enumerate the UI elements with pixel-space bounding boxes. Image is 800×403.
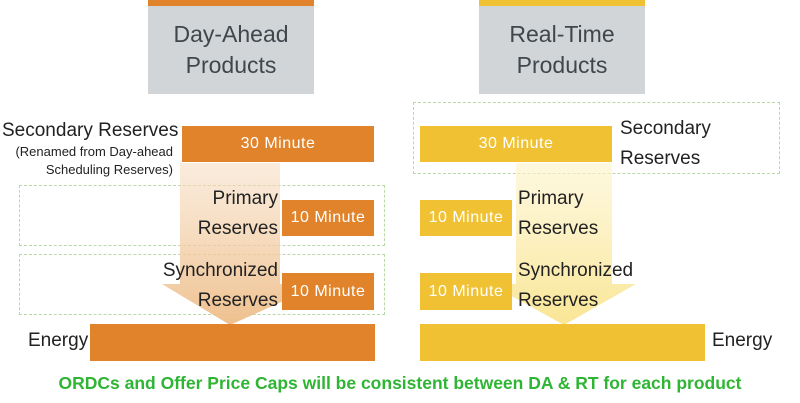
rt-secondary-label: Secondary Reserves xyxy=(620,114,711,174)
rt-sync-label: Synchronized Reserves xyxy=(518,256,633,316)
rt-primary-label-line1: Primary xyxy=(518,188,584,209)
rt-energy-bar xyxy=(420,324,705,361)
rt-energy-label: Energy xyxy=(712,330,773,351)
da-sync-bar: 10 Minute xyxy=(282,273,374,310)
day-ahead-header-line2: Products xyxy=(185,52,277,78)
da-secondary-label: Secondary Reserves xyxy=(2,120,179,141)
rt-secondary-label-line1: Secondary xyxy=(620,118,711,139)
da-secondary-note: (Renamed from Day-ahead Scheduling Reser… xyxy=(0,143,173,179)
da-secondary-bar: 30 Minute xyxy=(182,126,374,162)
rt-primary-label-line2: Reserves xyxy=(518,218,599,239)
da-sync-label-line1: Synchronized xyxy=(162,260,278,281)
real-time-down-arrow xyxy=(490,163,636,325)
day-ahead-header-line1: Day-Ahead xyxy=(173,21,289,47)
da-primary-label-line2: Reserves xyxy=(197,218,278,239)
rt-primary-bar: 10 Minute xyxy=(420,200,512,236)
real-time-header-line1: Real-Time xyxy=(509,21,615,47)
footer-note: ORDCs and Offer Price Caps will be consi… xyxy=(58,373,742,393)
day-ahead-header-stripe xyxy=(148,0,314,6)
rt-sync-bar: 10 Minute xyxy=(420,273,512,310)
rt-primary-label: Primary Reserves xyxy=(518,184,598,244)
da-primary-bar: 10 Minute xyxy=(282,200,374,236)
rt-sync-label-line1: Synchronized xyxy=(518,260,634,281)
real-time-header-line2: Products xyxy=(516,52,608,78)
real-time-header: Real-Time Products xyxy=(479,6,645,94)
da-sync-label-line2: Reserves xyxy=(197,290,278,311)
da-sync-label: Synchronized Reserves xyxy=(150,256,278,316)
rt-secondary-bar: 30 Minute xyxy=(420,126,612,162)
da-secondary-note-line2: Scheduling Reserves) xyxy=(45,162,173,177)
da-energy-label: Energy xyxy=(28,330,89,351)
da-primary-label: Primary Reserves xyxy=(150,184,278,244)
day-ahead-header: Day-Ahead Products xyxy=(148,6,314,94)
da-energy-bar xyxy=(90,324,375,361)
da-secondary-note-line1: (Renamed from Day-ahead xyxy=(15,144,173,159)
da-primary-label-line1: Primary xyxy=(212,188,278,209)
rt-secondary-label-line2: Reserves xyxy=(620,148,701,169)
real-time-header-stripe xyxy=(479,0,645,6)
rt-sync-label-line2: Reserves xyxy=(518,290,599,311)
